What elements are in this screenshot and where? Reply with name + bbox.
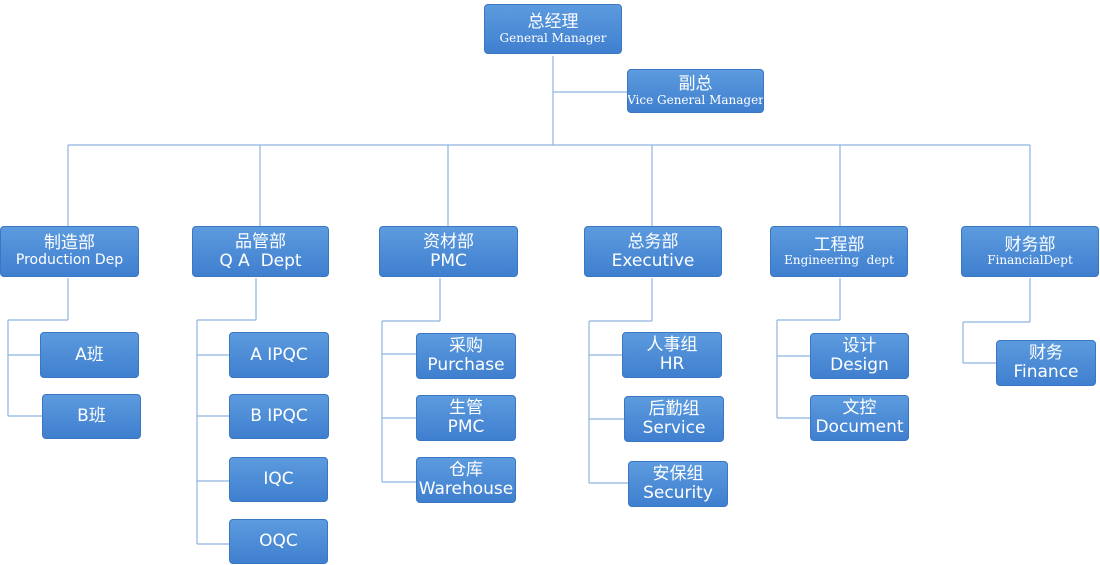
node-label-cn: 财务部: [1004, 234, 1056, 255]
node-label-en: Engineering dept: [784, 253, 894, 268]
node-label-en: PMC: [430, 250, 467, 271]
node-qa-iqc: IQC: [229, 457, 328, 502]
node-label: A IPQC: [250, 344, 308, 365]
node-label: OQC: [259, 531, 298, 552]
node-label: A班: [75, 344, 104, 365]
node-label-cn: 人事组: [646, 335, 698, 356]
node-label-cn: 生管: [449, 398, 483, 419]
node-label-cn: 总务部: [627, 231, 679, 252]
dept-pmc: 资材部 PMC: [379, 226, 518, 277]
node-label-en: Document: [815, 417, 904, 437]
node-label-cn: 工程部: [813, 234, 865, 255]
node-vice-general-manager: 副总 Vice General Manager: [627, 69, 764, 113]
node-label-cn: 制造部: [44, 233, 95, 254]
node-label-en: Q A Dept: [219, 250, 302, 271]
node-engineering-design: 设计 Design: [810, 333, 909, 379]
node-label-cn: 品管部: [235, 231, 286, 252]
node-label-en: Production Dep: [15, 252, 124, 269]
node-label-en: General Manager: [499, 30, 607, 45]
node-label: B IPQC: [250, 406, 308, 427]
node-label-en: Design: [830, 355, 889, 375]
node-pmc-purchase: 采购 Purchase: [416, 333, 516, 379]
node-label-cn: 安保组: [652, 464, 704, 485]
node-label-cn: 采购: [449, 336, 483, 357]
node-label-cn: 副总: [678, 74, 713, 95]
node-pmc-warehouse: 仓库 Warehouse: [416, 457, 516, 503]
node-qa-a-ipqc: A IPQC: [229, 332, 329, 378]
dept-executive: 总务部 Executive: [584, 226, 722, 277]
node-label-cn: 后勤组: [648, 399, 700, 420]
node-executive-security: 安保组 Security: [628, 461, 728, 507]
node-engineering-document: 文控 Document: [810, 395, 909, 441]
node-label-en: Warehouse: [418, 479, 514, 499]
node-qa-oqc: OQC: [229, 519, 328, 564]
node-executive-service: 后勤组 Service: [624, 396, 724, 442]
node-production-b: B班: [42, 394, 141, 439]
node-label-en: Service: [642, 418, 706, 438]
node-label-en: Purchase: [427, 355, 505, 375]
dept-engineering: 工程部 Engineering dept: [770, 226, 908, 277]
node-label-cn: 文控: [842, 398, 877, 419]
node-label-en: PMC: [447, 417, 485, 437]
node-label-cn: 设计: [842, 336, 877, 357]
node-label: B班: [77, 406, 106, 427]
node-executive-hr: 人事组 HR: [622, 332, 722, 378]
node-label-cn: 财务: [1029, 343, 1063, 364]
node-label-en: Vice General Manager: [627, 92, 764, 107]
node-label-en: Finance: [1013, 362, 1079, 382]
dept-production: 制造部 Production Dep: [0, 226, 139, 277]
node-label-cn: 资材部: [423, 231, 474, 252]
node-label-en: Security: [643, 483, 713, 503]
node-production-a: A班: [40, 332, 139, 378]
dept-qa: 品管部 Q A Dept: [192, 226, 329, 277]
node-label-en: HR: [659, 354, 685, 374]
node-label: IQC: [263, 469, 294, 490]
node-qa-b-ipqc: B IPQC: [229, 394, 329, 439]
node-label-en: Executive: [611, 250, 695, 271]
node-finance-finance: 财务 Finance: [996, 340, 1096, 386]
node-general-manager: 总经理 General Manager: [484, 4, 622, 54]
node-pmc-pmc: 生管 PMC: [416, 395, 516, 441]
node-label-cn: 总经理: [527, 12, 579, 33]
dept-finance: 财务部 FinancialDept: [961, 226, 1099, 277]
node-label-en: FinancialDept: [987, 253, 1073, 268]
node-label-cn: 仓库: [449, 460, 483, 481]
